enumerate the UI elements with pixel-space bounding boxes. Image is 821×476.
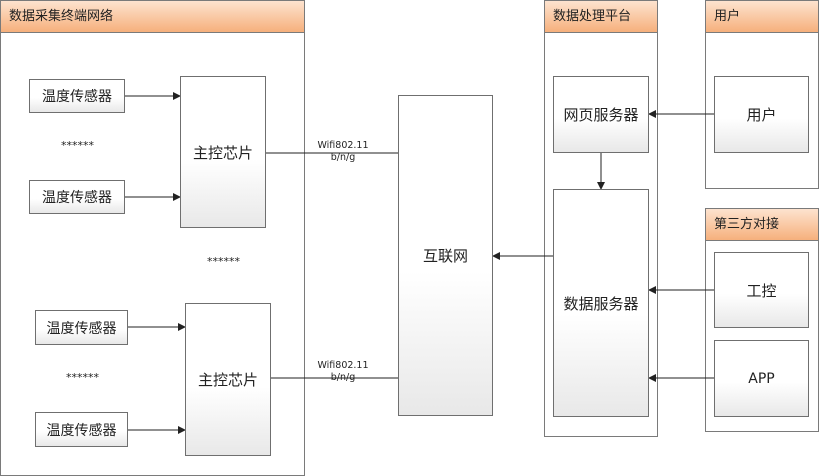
temperature-sensor-4: 温度传感器 [35, 412, 128, 447]
data-server-node: 数据服务器 [553, 189, 649, 417]
wifi-label-1: Wifi802.11 b/n/g [309, 140, 377, 164]
temperature-sensor-3: 温度传感器 [35, 310, 128, 345]
user-node: 用户 [714, 76, 809, 153]
web-server-node: 网页服务器 [553, 76, 649, 153]
temperature-sensor-2: 温度传感器 [29, 180, 125, 214]
ellipsis-lower: ****** [66, 371, 99, 384]
main-chip-1: 主控芯片 [180, 76, 266, 228]
temperature-sensor-1: 温度传感器 [29, 79, 125, 113]
processing-platform-title: 数据处理平台 [545, 1, 657, 33]
app-node: APP [714, 340, 809, 417]
wifi-label-2: Wifi802.11 b/n/g [309, 360, 377, 384]
main-chip-2: 主控芯片 [185, 303, 271, 456]
ellipsis-middle: ****** [207, 255, 240, 268]
ellipsis-upper: ****** [61, 139, 94, 152]
user-panel-title: 用户 [706, 1, 818, 33]
industrial-control-node: 工控 [714, 252, 809, 328]
collection-network-title: 数据采集终端网络 [1, 1, 304, 33]
wifi-label-1-line2: b/n/g [330, 152, 356, 163]
wifi-label-2-line2: b/n/g [330, 372, 356, 383]
wifi-label-2-line1: Wifi802.11 [317, 360, 369, 371]
internet-node: 互联网 [398, 95, 493, 416]
wifi-label-1-line1: Wifi802.11 [317, 140, 369, 151]
third-party-panel-title: 第三方对接 [706, 209, 818, 241]
